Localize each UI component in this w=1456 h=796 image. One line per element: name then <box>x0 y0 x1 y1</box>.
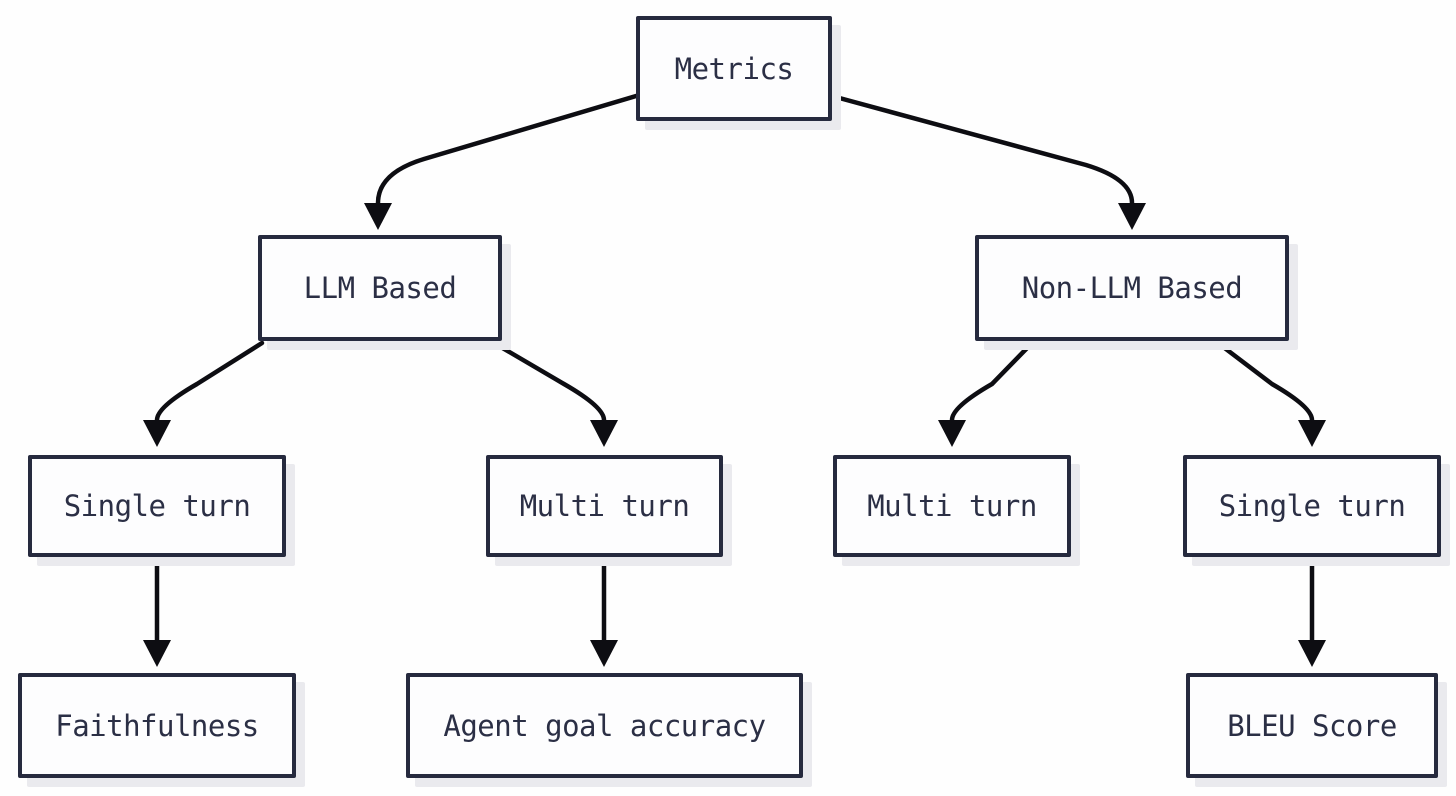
arrowhead-icon <box>1298 640 1326 667</box>
edge-non-llm-based-to-single-turn <box>1215 340 1326 447</box>
node-metrics-label: Metrics <box>674 51 794 86</box>
node-agent-goal-accuracy: Agent goal accuracy <box>406 673 803 778</box>
node-multi-turn-llm: Multi turn <box>486 455 723 557</box>
edge-non-llm-based-to-multi-turn <box>938 340 1035 447</box>
edge-metrics-to-llm-based <box>364 93 639 230</box>
node-llm-based-label: LLM Based <box>303 271 457 305</box>
node-multi-turn-non-llm-label: Multi turn <box>867 489 1037 523</box>
edge-llm-based-to-single-turn <box>143 340 265 447</box>
arrowhead-icon <box>364 203 392 230</box>
node-metrics: Metrics <box>636 16 832 121</box>
arrowhead-icon <box>1118 203 1146 230</box>
edge-llm-based-to-multi-turn <box>491 340 618 447</box>
node-non-llm-based-label: Non-LLM Based <box>1021 271 1243 305</box>
arrowhead-icon <box>590 420 618 447</box>
arrowhead-icon <box>143 420 171 447</box>
arrowhead-icon <box>143 640 171 667</box>
arrowhead-icon <box>590 640 618 667</box>
node-bleu-score-label: BLEU Score <box>1227 708 1397 743</box>
node-multi-turn-llm-label: Multi turn <box>519 489 690 523</box>
node-single-turn-non-llm-label: Single turn <box>1218 489 1406 523</box>
node-single-turn-llm: Single turn <box>28 455 286 557</box>
arrowhead-icon <box>1298 420 1326 447</box>
node-non-llm-based: Non-LLM Based <box>975 235 1289 341</box>
node-faithfulness: Faithfulness <box>18 673 296 778</box>
edge-multi-turn-to-agent-goal-accuracy <box>590 555 618 667</box>
node-single-turn-llm-label: Single turn <box>63 489 251 523</box>
node-agent-goal-accuracy-label: Agent goal accuracy <box>443 708 766 743</box>
node-multi-turn-non-llm: Multi turn <box>833 455 1071 557</box>
node-single-turn-non-llm: Single turn <box>1183 455 1441 557</box>
node-llm-based: LLM Based <box>258 235 502 341</box>
arrowhead-icon <box>938 420 966 447</box>
node-bleu-score: BLEU Score <box>1186 673 1438 778</box>
edge-metrics-to-non-llm-based <box>829 93 1146 230</box>
node-faithfulness-label: Faithfulness <box>55 708 259 743</box>
edge-single-turn-to-bleu-score <box>1298 555 1326 667</box>
edge-single-turn-to-faithfulness <box>143 555 171 667</box>
